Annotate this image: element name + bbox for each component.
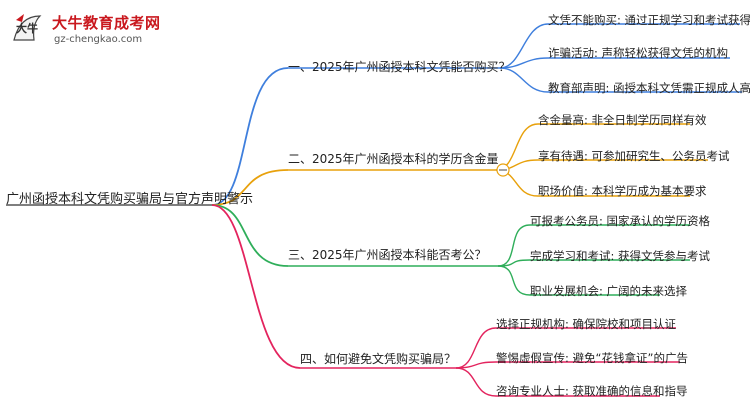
site-logo[interactable]: 大牛 大牛教育成考网 gz-chengkao.com xyxy=(8,6,168,52)
leaf-3-3[interactable]: 职业发展机会: 广阔的未来选择 xyxy=(530,284,688,298)
collapse-toggle-icon[interactable] xyxy=(496,163,510,177)
leaf-1-3[interactable]: 教育部声明: 函授本科文凭需正规成人高考 xyxy=(548,81,750,95)
leaf-2-1[interactable]: 含金量高: 非全日制学历同样有效 xyxy=(538,113,707,127)
leaf-3-2[interactable]: 完成学习和考试: 获得文凭参与考试 xyxy=(530,249,711,263)
logo-mark-icon xyxy=(13,14,42,41)
connector-branch-1-leaf-2 xyxy=(499,57,549,69)
leaf-4-1[interactable]: 选择正规机构: 确保院校和项目认证 xyxy=(496,317,677,331)
connector-branch-4-leaf-1 xyxy=(455,327,497,369)
leaf-1-2[interactable]: 诈骗活动: 声称轻松获得文凭的机构 xyxy=(548,46,729,60)
logo-mark-text: 大牛 xyxy=(16,22,38,35)
connector-root-branch-4 xyxy=(211,204,301,369)
leaf-4-2[interactable]: 警惕虚假宣传: 避免“花钱拿证”的广告 xyxy=(496,351,688,365)
logo-title: 大牛教育成考网 xyxy=(52,14,161,32)
branch-topic-3[interactable]: 三、2025年广州函授本科能否考公？ xyxy=(288,248,487,262)
leaf-3-1[interactable]: 可报考公务员: 国家承认的学历资格 xyxy=(530,214,711,228)
connector-branch-4-leaf-3 xyxy=(455,367,497,397)
connector-root-branch-3 xyxy=(211,204,289,267)
leaf-4-3[interactable]: 咨询专业人士: 获取准确的信息和指导 xyxy=(496,384,688,398)
connector-branch-4-leaf-2 xyxy=(455,361,497,369)
leaf-2-2[interactable]: 享有待遇: 可参加研究生、公务员考试 xyxy=(538,149,730,163)
connector-root-branch-1 xyxy=(211,67,289,206)
branch-topic-2[interactable]: 二、2025年广州函授本科的学历含金量 xyxy=(288,152,499,166)
connector-root-branch-2 xyxy=(211,169,289,206)
branch-topic-1[interactable]: 一、2025年广州函授本科文凭能否购买？ xyxy=(288,60,511,74)
leaf-2-3[interactable]: 职场价值: 本科学历成为基本要求 xyxy=(538,184,707,198)
connector-branch-1-leaf-3 xyxy=(499,67,549,93)
logo-url: gz-chengkao.com xyxy=(54,34,143,45)
connector-branch-3-leaf-3 xyxy=(497,265,531,296)
root-topic[interactable]: 广州函授本科文凭购买骗局与官方声明警示 xyxy=(6,192,254,207)
leaf-1-1[interactable]: 文凭不能购买: 通过正规学习和考试获得 xyxy=(548,13,750,27)
connector-branch-1-leaf-1 xyxy=(499,23,549,69)
connector-branch-3-leaf-1 xyxy=(497,224,531,267)
branch-topic-4[interactable]: 四、如何避免文凭购买骗局？ xyxy=(300,352,457,366)
connector-branch-2-leaf-1 xyxy=(495,123,539,171)
